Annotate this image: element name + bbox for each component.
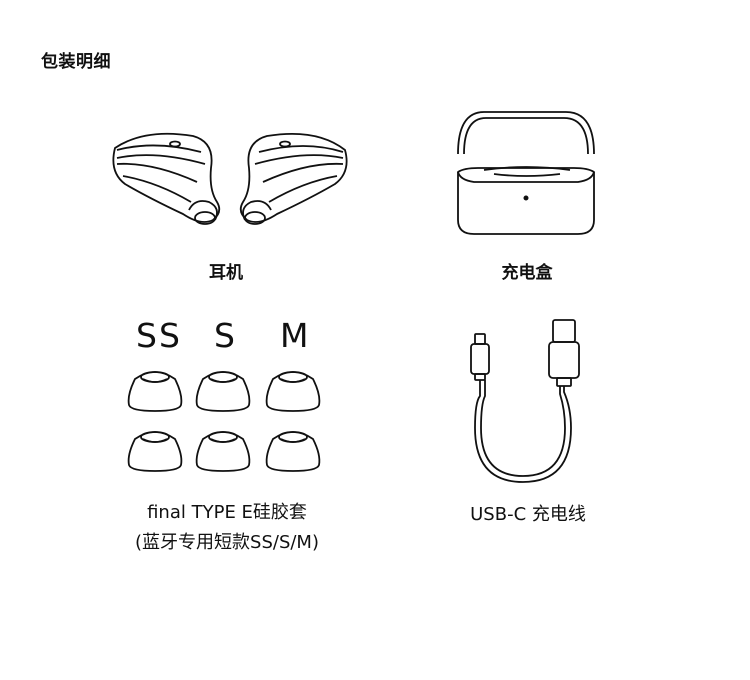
- size-label-ss: SS: [136, 316, 182, 355]
- ear-tip-s-1: [195, 371, 251, 412]
- size-label-s: S: [214, 316, 237, 355]
- ear-tips-icon: [127, 371, 321, 472]
- ear-tip-ss-2: [127, 431, 183, 472]
- size-label-m: M: [280, 316, 311, 355]
- usb-c-cable-icon: [470, 319, 580, 483]
- earbuds-icon: [112, 132, 348, 225]
- ear-tip-m-2: [265, 431, 321, 472]
- earphones-label: 耳机: [209, 263, 243, 283]
- page-title: 包装明细: [41, 52, 111, 72]
- case-label: 充电盒: [501, 263, 553, 283]
- ear-tip-m-1: [265, 371, 321, 412]
- ear-tips-label-line2: (蓝牙专用短款SS/S/M): [135, 532, 319, 553]
- charging-case-icon: [457, 111, 595, 235]
- ear-tip-ss-1: [127, 371, 183, 412]
- ear-tips-label-line1: final TYPE E硅胶套: [147, 502, 307, 523]
- ear-tip-s-2: [195, 431, 251, 472]
- cable-label: USB-C 充电线: [470, 504, 586, 525]
